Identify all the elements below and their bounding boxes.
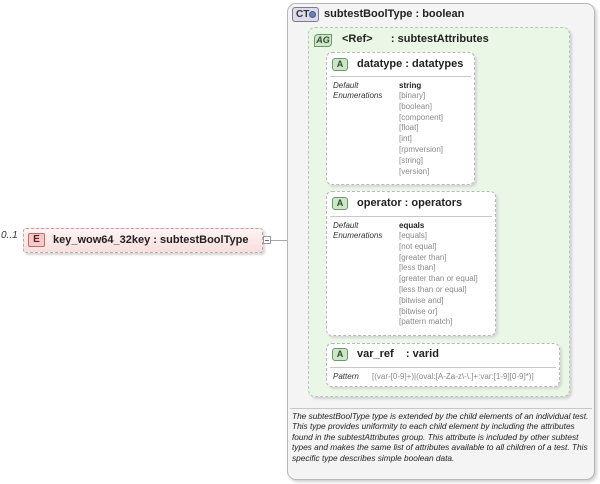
- enum-item: [int]: [399, 134, 412, 144]
- attribute-operator[interactable]: [326, 191, 496, 336]
- attribute-group-badge: AG: [314, 34, 332, 47]
- enum-item: [string]: [399, 155, 424, 165]
- enum-item: [greater than]: [399, 252, 447, 262]
- attribute-operator-badge: A: [332, 197, 348, 210]
- complex-type-badge-text: CT: [296, 9, 310, 20]
- enum-item: [equals]: [399, 231, 428, 240]
- enum-item: [bitwise and]: [399, 295, 444, 305]
- enum-item: [bitwise or]: [399, 306, 438, 316]
- attribute-datatype-title: datatype : datatypes: [357, 58, 464, 70]
- element-node-key-wow64-32key[interactable]: E key_wow64_32key : subtestBoolType: [23, 228, 263, 253]
- attribute-datatype-enum-label: Enumerations: [333, 91, 383, 100]
- enum-item: [binary]: [399, 91, 426, 100]
- attribute-datatype-default-value: string: [399, 81, 422, 90]
- element-badge: E: [28, 233, 45, 247]
- collapse-toggle[interactable]: [263, 236, 271, 244]
- enum-item: [less than]: [399, 263, 436, 273]
- attribute-operator-title: operator : operators: [357, 197, 463, 209]
- attribute-operator-default-value: equals: [399, 221, 425, 230]
- documentation-separator: [290, 408, 592, 409]
- attribute-var-ref-title: var_ref : varid: [357, 348, 439, 360]
- attribute-group-title: <Ref> : subtestAttributes: [342, 33, 489, 45]
- attribute-datatype-enum-list: [binary][boolean][component][float][int]…: [399, 91, 443, 177]
- enum-item: [version]: [399, 166, 430, 176]
- enum-item: [pattern match]: [399, 317, 453, 327]
- attribute-datatype[interactable]: [326, 52, 475, 185]
- attribute-var-ref[interactable]: [326, 343, 560, 387]
- complex-type-badge: CT: [292, 7, 319, 22]
- enum-item: [boolean]: [399, 101, 432, 111]
- enum-item: [rpmversion]: [399, 144, 444, 154]
- element-occurrence: 0..1: [1, 230, 18, 241]
- connector-element-to-type: [271, 240, 287, 241]
- attribute-operator-enum-label: Enumerations: [333, 231, 383, 240]
- attribute-var-ref-badge: A: [332, 348, 348, 361]
- enum-item: [not equal]: [399, 241, 437, 251]
- attribute-datatype-separator: [330, 76, 471, 77]
- element-title: key_wow64_32key : subtestBoolType: [53, 234, 249, 246]
- type-documentation: The subtestBoolType type is extended by …: [292, 411, 589, 463]
- attribute-var-ref-pattern-value: [(var-[0-9]+)|(oval:[A-Za-z\-\.]+:var:[1…: [372, 372, 534, 381]
- enum-item: [less than or equal]: [399, 284, 467, 294]
- attribute-operator-separator: [330, 216, 492, 217]
- attribute-datatype-badge: A: [332, 58, 348, 71]
- attribute-datatype-default-label: Default: [333, 81, 359, 90]
- complex-type-title: subtestBoolType : boolean: [324, 8, 465, 20]
- attribute-var-ref-pattern-label: Pattern: [333, 372, 359, 381]
- attribute-operator-default-label: Default: [333, 221, 359, 230]
- attribute-var-ref-separator: [330, 367, 556, 368]
- enum-item: [float]: [399, 123, 419, 133]
- enum-item: [greater than or equal]: [399, 274, 478, 284]
- enum-item: [component]: [399, 112, 444, 122]
- attribute-operator-enum-list: [equals][not equal][greater than][less t…: [399, 231, 478, 328]
